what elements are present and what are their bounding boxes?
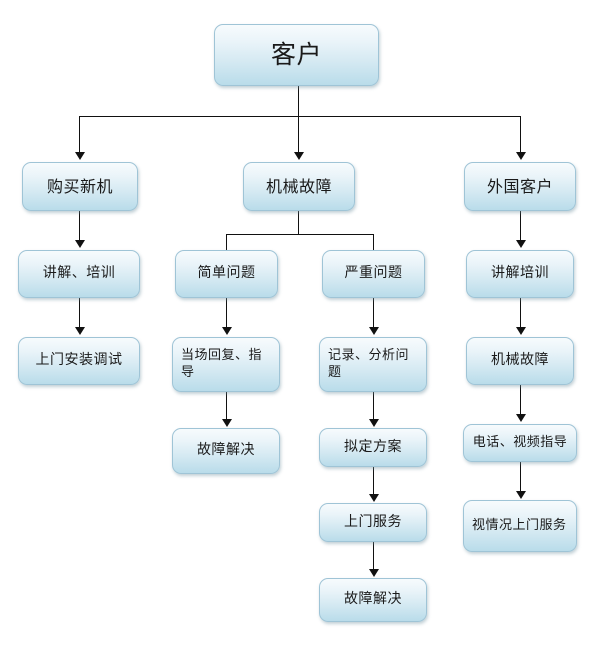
arrowhead-foreign-to-explain-train [516,240,526,248]
arrowhead-record-analyze-to-draft-plan [369,419,379,427]
connector-mech-fault-stem [298,211,299,234]
node-fault-resolved-col2[interactable]: 故障解决 [172,428,280,474]
node-onsite-installation-debug[interactable]: 上门安装调试 [18,337,140,385]
node-label: 严重问题 [344,265,403,282]
node-label: 外国客户 [486,176,553,196]
node-explain-and-train[interactable]: 讲解、培训 [18,250,140,298]
node-label: 故障解决 [344,591,402,608]
node-label: 记录、分析问题 [328,348,410,380]
arrowhead-root-to-foreign [516,152,526,160]
node-mechanical-fault-col4[interactable]: 机械故障 [466,337,574,385]
connector-serious-issue-to-record-analyze [373,298,374,328]
node-label: 简单问题 [197,265,256,282]
node-label: 机械故障 [491,352,549,369]
node-buy-new-machine[interactable]: 购买新机 [22,162,138,211]
connector-mech-fault-to-simple-issue [226,234,227,254]
node-label: 故障解决 [197,442,255,459]
connector-phone-video-to-onsite-if-needed [520,462,521,492]
node-label: 上门服务 [344,513,402,530]
node-label: 上门安装调试 [35,352,123,369]
arrowhead-mech-fault-to-phone-video [516,414,526,422]
node-fault-resolved-col3[interactable]: 故障解决 [319,578,427,622]
arrowhead-serious-issue-to-record-analyze [369,327,379,335]
connector-explain-train-to-mech-fault [520,298,521,328]
connector-mech-fault-bus [226,234,374,235]
connector-foreign-to-explain-train [520,211,521,241]
connector-draft-plan-to-onsite-service [373,467,374,495]
connector-mech-fault-to-serious-issue [373,234,374,254]
node-label: 拟定方案 [344,438,402,455]
node-label: 当场回复、指导 [181,348,263,380]
node-draft-plan[interactable]: 拟定方案 [319,428,427,467]
node-onsite-service[interactable]: 上门服务 [319,503,427,542]
arrowhead-explain-train-to-mech-fault [516,327,526,335]
arrowhead-simple-issue-to-reply-onsite [222,327,232,335]
node-phone-video-guidance[interactable]: 电话、视频指导 [463,424,577,462]
node-label: 讲解培训 [491,265,549,282]
node-mechanical-fault[interactable]: 机械故障 [243,162,355,211]
node-label: 客户 [270,40,322,70]
connector-onsite-service-to-resolved [373,542,374,570]
connector-root-to-new-machine [79,116,80,154]
node-onsite-reply-guidance[interactable]: 当场回复、指导 [172,337,280,392]
arrowhead-draft-plan-to-onsite-service [369,494,379,502]
connector-record-analyze-to-draft-plan [373,392,374,420]
node-label: 视情况上门服务 [472,517,567,533]
arrowhead-root-to-new-machine [75,152,85,160]
arrowhead-new-machine-to-explain-train [75,240,85,248]
connector-new-machine-to-explain-train [79,211,80,241]
node-serious-issue[interactable]: 严重问题 [322,250,425,298]
arrowhead-explain-train-to-onsite-install [75,327,85,335]
connector-root-stem [298,86,299,116]
connector-simple-issue-to-reply-onsite [226,298,227,328]
node-label: 讲解、培训 [42,265,116,282]
connector-mech-fault-to-phone-video [520,385,521,415]
node-root-customer[interactable]: 客户 [214,24,379,86]
arrowhead-root-to-mech-fault [294,152,304,160]
connector-root-to-mech-fault [298,116,299,154]
connector-reply-onsite-to-resolved [226,392,227,420]
connector-root-bus [79,116,520,117]
connector-root-to-foreign [520,116,521,154]
arrowhead-reply-onsite-to-resolved [222,419,232,427]
node-simple-issue[interactable]: 简单问题 [175,250,278,298]
node-record-analyze-issue[interactable]: 记录、分析问题 [319,337,427,392]
node-foreign-customer[interactable]: 外国客户 [464,162,576,211]
node-explain-training[interactable]: 讲解培训 [466,250,574,298]
node-onsite-service-if-needed[interactable]: 视情况上门服务 [463,500,577,552]
node-label: 电话、视频指导 [472,434,568,450]
connector-explain-train-to-onsite-install [79,298,80,328]
node-label: 购买新机 [46,176,113,196]
node-label: 机械故障 [265,176,332,196]
arrowhead-phone-video-to-onsite-if-needed [516,491,526,499]
arrowhead-onsite-service-to-resolved [369,569,379,577]
